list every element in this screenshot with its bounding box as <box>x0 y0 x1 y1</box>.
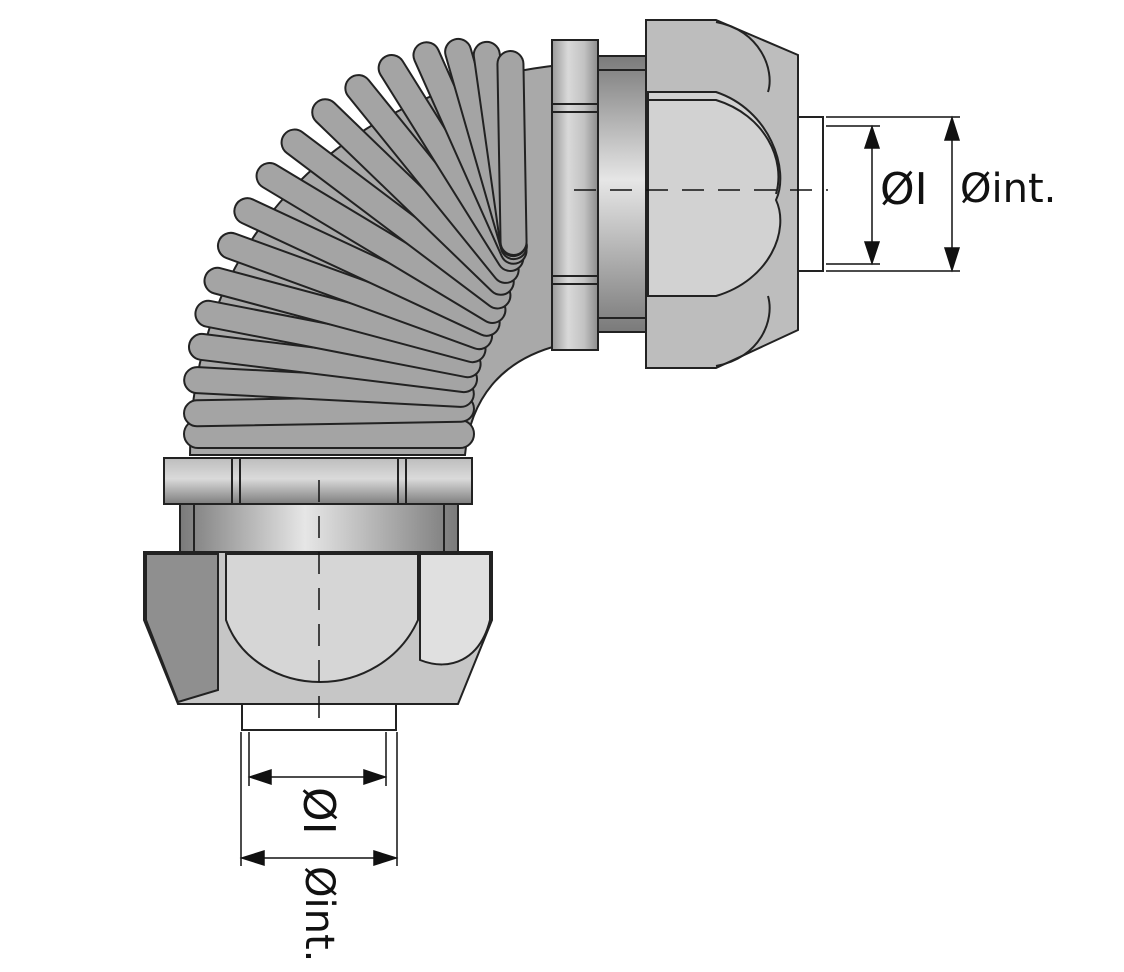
hose-coils <box>183 37 528 449</box>
center-lines <box>318 189 828 730</box>
fitting-bottom <box>143 457 493 731</box>
dimension-right <box>826 115 961 273</box>
hex-nut-right <box>551 39 599 351</box>
dim-bottom-inner-label: ØI <box>293 787 344 835</box>
dim-right-inner-label: ØI <box>880 164 928 215</box>
end-ring-right <box>797 116 824 272</box>
collar-right <box>597 55 647 333</box>
dimension-bottom <box>239 732 399 867</box>
dim-bottom-outer-label: Øint. <box>296 866 342 962</box>
hex-nut-bottom <box>163 457 473 505</box>
dim-right-outer-label: Øint. <box>960 166 1056 212</box>
fitting-right <box>551 19 824 369</box>
